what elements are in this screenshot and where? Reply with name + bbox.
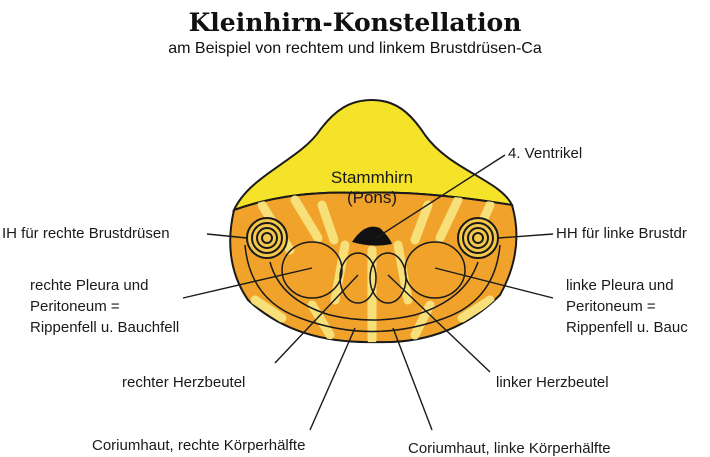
hh-right-breast-label: IH für rechte Brustdrüsen [2,225,170,242]
left-corium-leader [393,328,432,430]
left-corium-label: Coriumhaut, linke Körperhälfte [408,440,611,457]
left-pleura-label-1: linke Pleura und [566,277,674,294]
left-pleura-label-2: Peritoneum = [566,298,656,315]
pons-label-line2: (Pons) [347,188,397,207]
right-pleura-label-3: Rippenfell u. Bauchfell [30,319,179,336]
pons-label-line1: Stammhirn [331,168,413,187]
right-corium-label: Coriumhaut, rechte Körperhälfte [92,437,305,454]
hh-right-breast-rings [247,218,287,258]
hh-left-breast-rings [458,218,498,258]
right-pleura-label-2: Peritoneum = [30,298,120,315]
hh-left-breast-label: HH für linke Brustdr [556,225,687,242]
right-pericardium-label: rechter Herzbeutel [122,374,245,391]
right-corium-leader [310,328,355,430]
left-pleura-label-3: Rippenfell u. Bauc [566,319,688,336]
right-pleura-label-1: rechte Pleura und [30,277,148,294]
ventricle-label: 4. Ventrikel [508,145,582,162]
left-pericardium-label: linker Herzbeutel [496,374,609,391]
